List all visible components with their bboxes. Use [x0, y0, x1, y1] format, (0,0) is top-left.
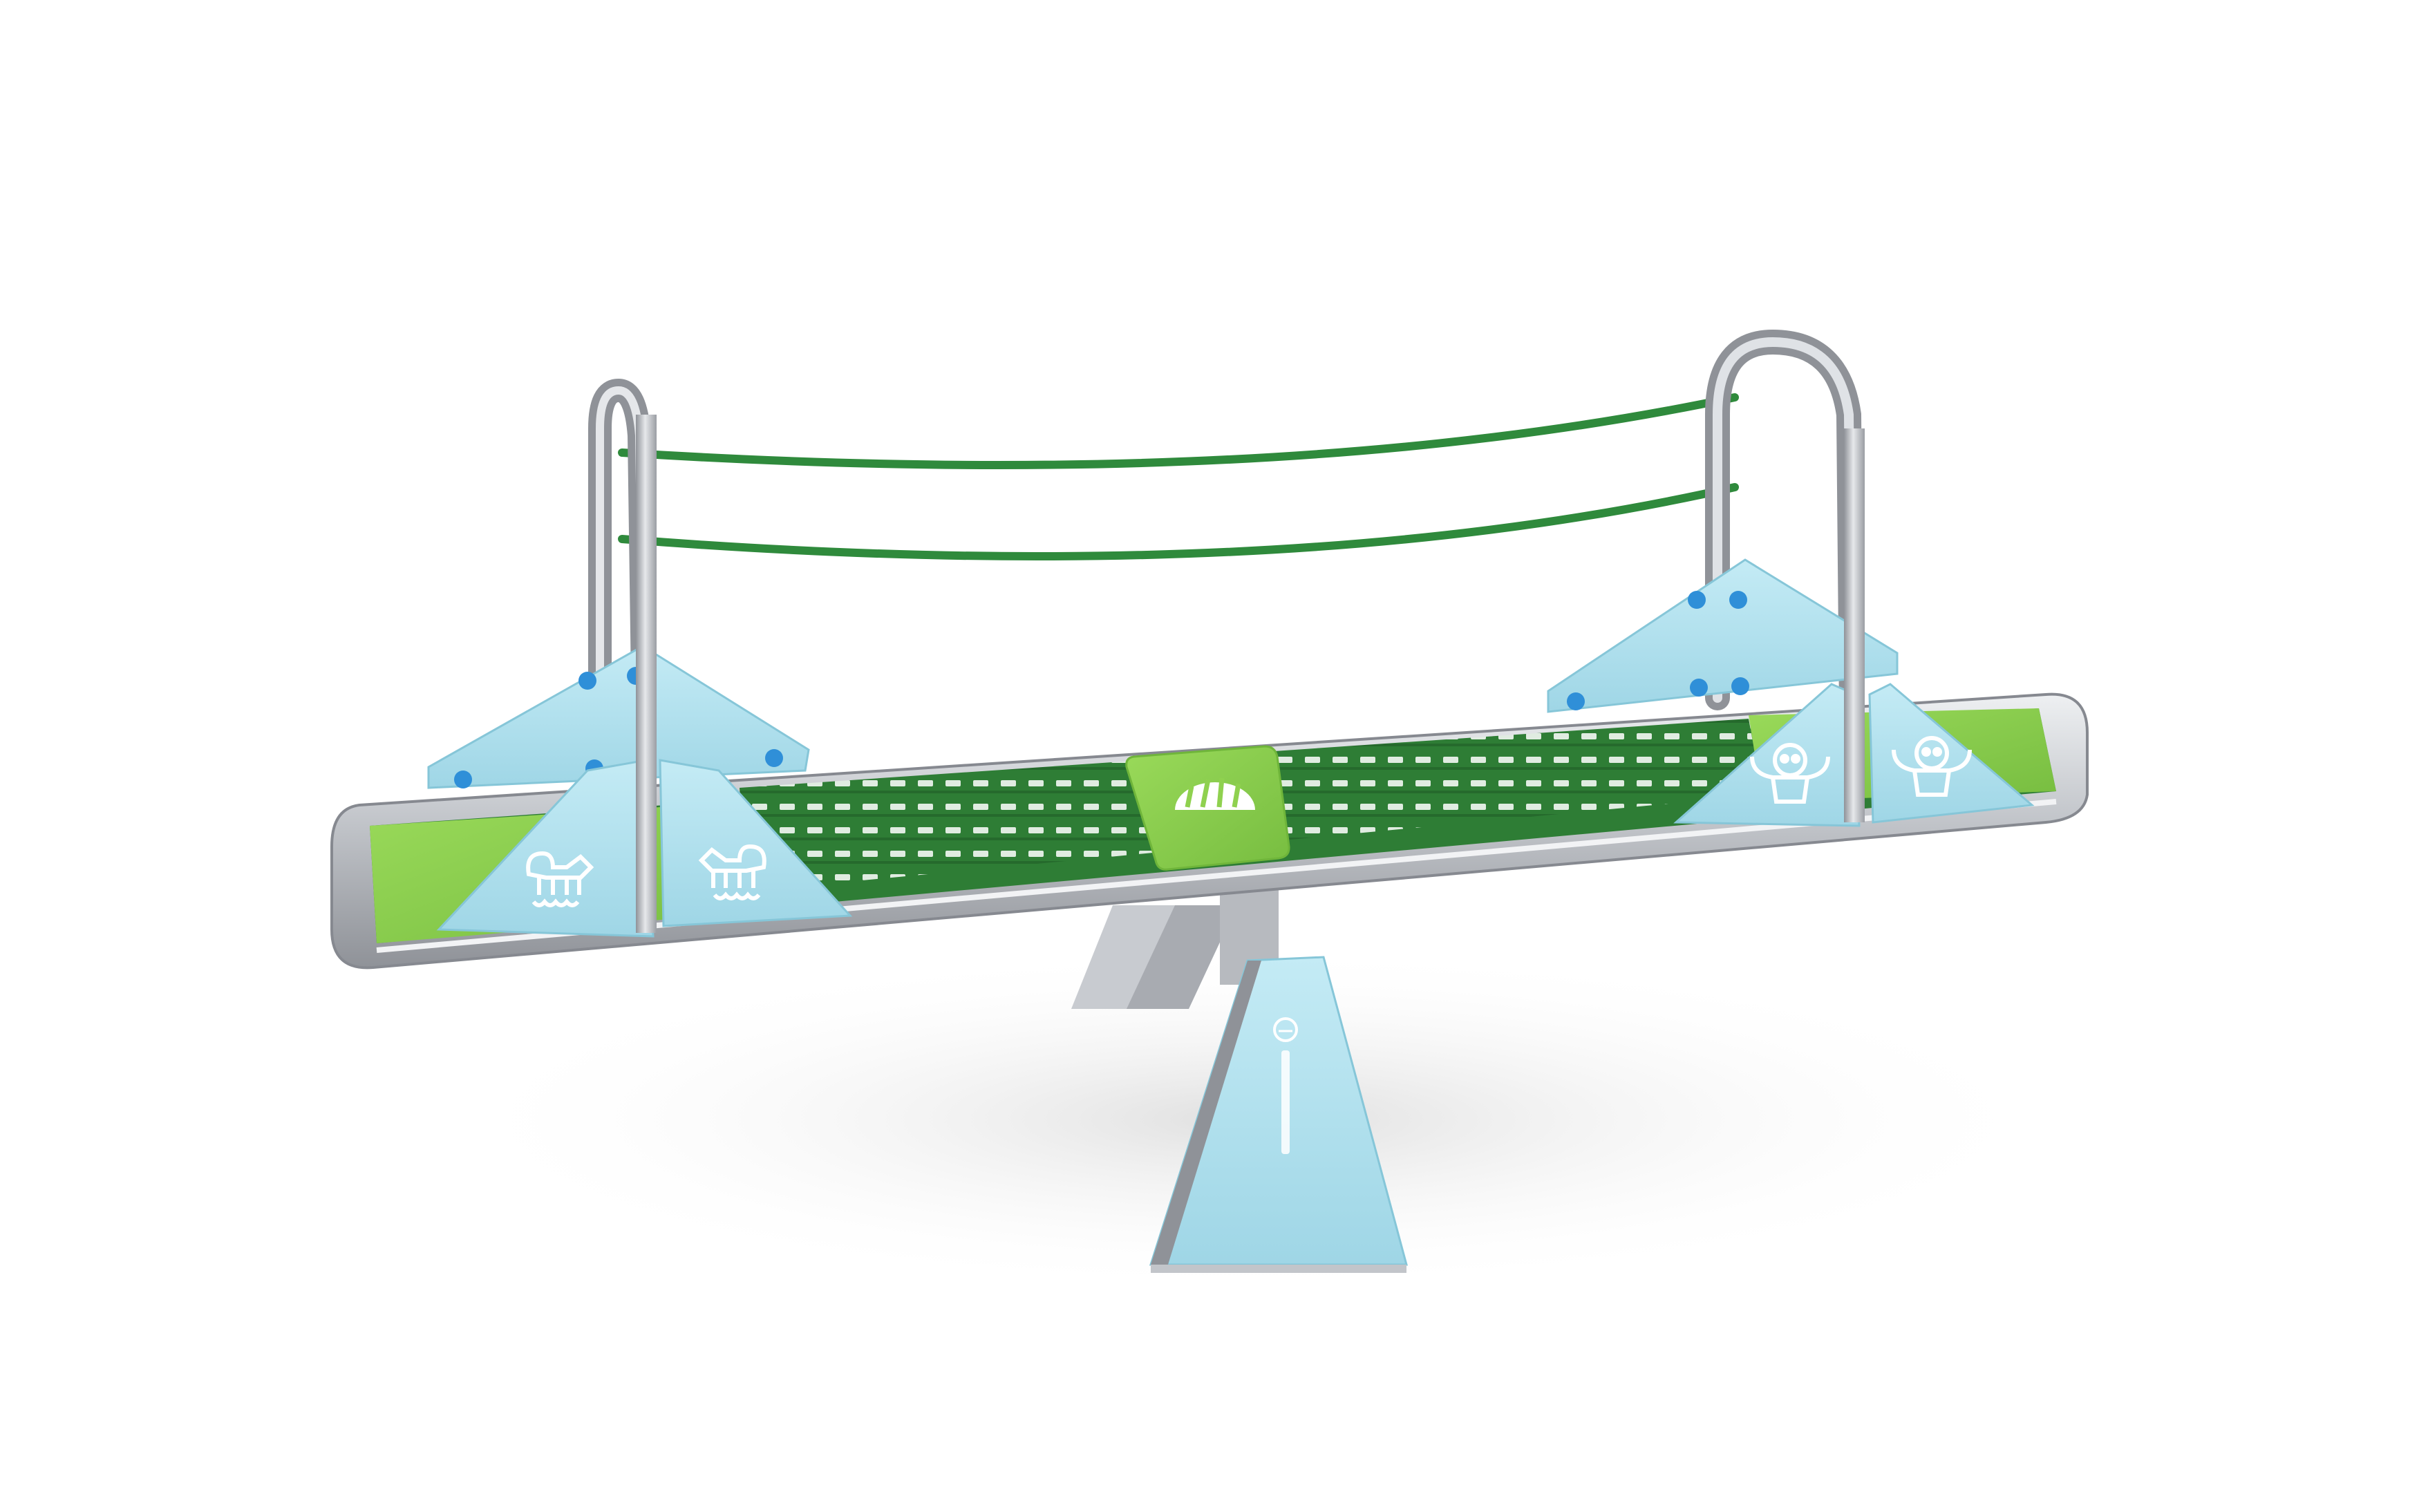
handrail-ropes: [618, 393, 1739, 560]
brand-logo-icon: [1175, 777, 1255, 810]
support-stand-front: [1149, 956, 1408, 1273]
bolt-icon: [1567, 692, 1585, 710]
bolt-icon: [1731, 677, 1749, 695]
handle-arch-right: [1705, 329, 1865, 800]
sheep-icon: [526, 851, 594, 907]
upright-post-left: [636, 415, 657, 933]
sheep-icon: [698, 844, 766, 900]
bolt-icon: [454, 771, 472, 788]
center-pivot-cover: [1125, 745, 1290, 871]
upright-post-right: [1844, 428, 1865, 822]
front-panel-left-inner: [659, 759, 853, 927]
front-panel-left-outer: [436, 759, 655, 938]
front-panel-right-outer: [1868, 683, 2035, 824]
monkey-icon: [1750, 743, 1830, 804]
bolt-icon: [1690, 679, 1708, 697]
bolt-icon: [578, 672, 596, 690]
bolt-icon: [1688, 591, 1706, 609]
support-stand-rear: [1071, 888, 1279, 1009]
bolt-icon: [1729, 591, 1747, 609]
monkey-icon: [1892, 736, 1972, 797]
bolt-icon: [765, 749, 783, 767]
back-panel-right: [1547, 558, 1899, 713]
front-panel-right-inner: [1673, 683, 1861, 827]
brand-logo-icon: [1273, 1017, 1298, 1154]
